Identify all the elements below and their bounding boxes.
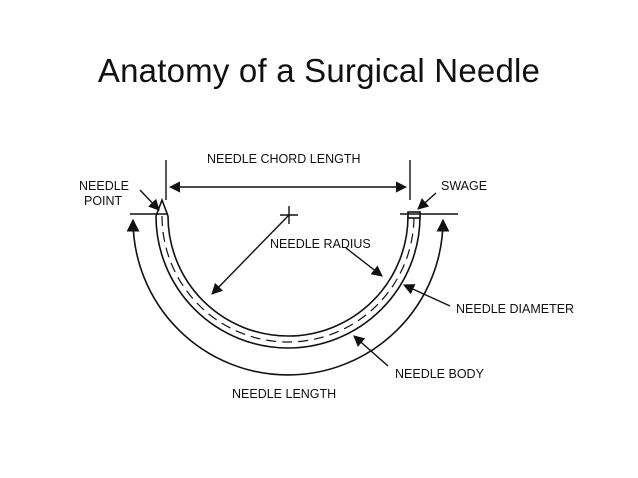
chord-length-label: NEEDLE CHORD LENGTH bbox=[207, 152, 361, 166]
swage-end bbox=[407, 211, 421, 219]
radius-label: NEEDLE RADIUS bbox=[270, 237, 371, 251]
needle-inner-edge bbox=[167, 215, 409, 337]
swage-pointer bbox=[417, 192, 437, 210]
needle-length-arc bbox=[126, 218, 450, 376]
radius-arrow bbox=[211, 214, 290, 295]
needle-outer-edge bbox=[155, 215, 421, 349]
needle-point-label-line2: POINT bbox=[84, 194, 123, 208]
length-label: NEEDLE LENGTH bbox=[232, 387, 336, 401]
diameter-label: NEEDLE DIAMETER bbox=[456, 302, 574, 316]
needle-point-label-line1: NEEDLE bbox=[79, 179, 129, 193]
body-label: NEEDLE BODY bbox=[395, 367, 485, 381]
slide-title: Anatomy of a Surgical Needle bbox=[97, 52, 541, 89]
needle-dashed-center bbox=[161, 215, 415, 343]
swage-label: SWAGE bbox=[441, 179, 487, 193]
diameter-pointer bbox=[402, 284, 451, 307]
body-pointer bbox=[353, 335, 389, 367]
needle-point-pointer bbox=[139, 189, 160, 211]
radius-label-pointer bbox=[345, 247, 383, 277]
